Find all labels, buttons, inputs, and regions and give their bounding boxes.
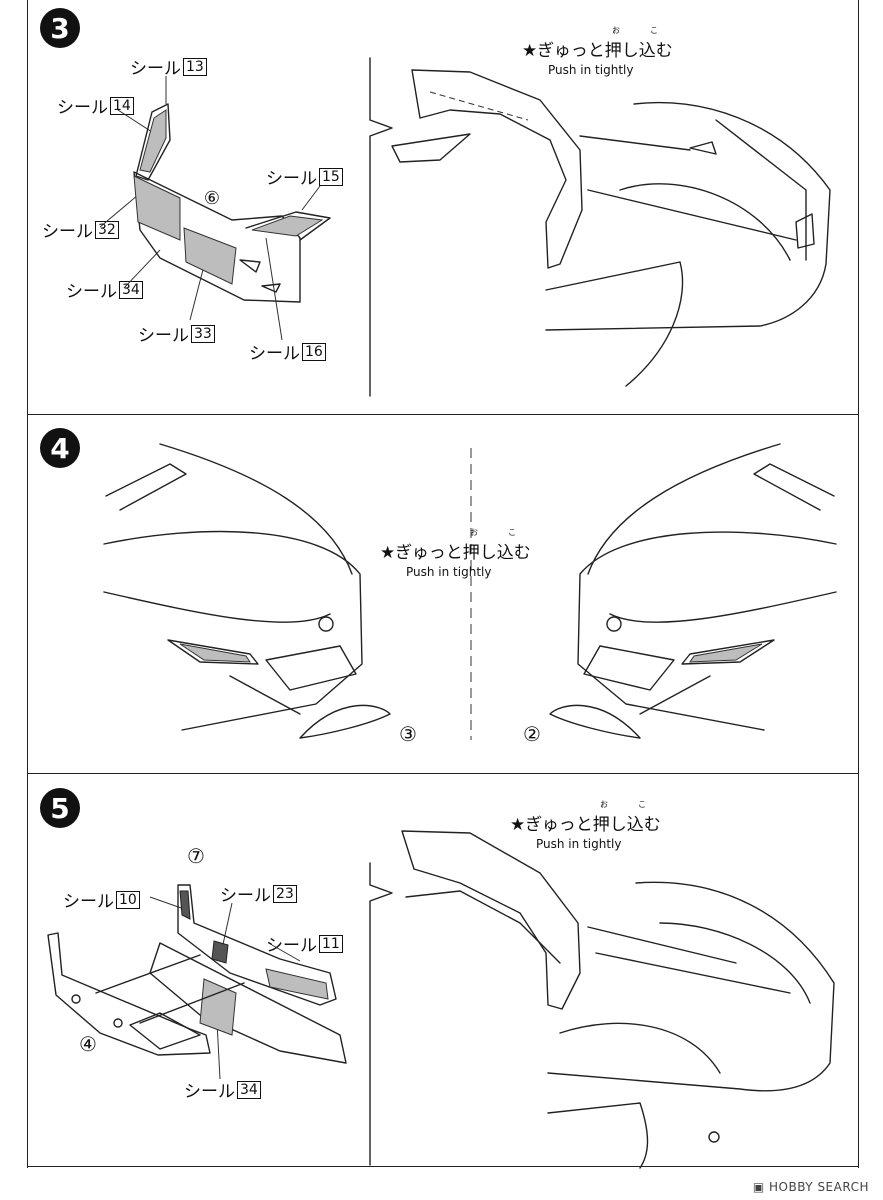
step-5-badge: 5 (40, 788, 80, 828)
step-5-drawing (47, 830, 835, 1169)
step-4-push-instruction: ★ぎゅっと押し込む お こ Push in tightly (380, 528, 531, 579)
part-3-number: ③ (399, 722, 417, 746)
step-3-drawing (99, 57, 831, 397)
step-4-drawing (103, 443, 837, 740)
step-3-badge: 3 (40, 8, 80, 48)
divider-bottom (27, 1166, 859, 1167)
watermark-logo-icon: ▣ (752, 1180, 770, 1194)
part-6-number: ⑥ (203, 187, 221, 209)
step-5-push-instruction: ★ぎゅっと押し込む お こ Push in tightly (510, 800, 661, 851)
part-4-number: ④ (79, 1032, 97, 1056)
divider-4-5 (27, 773, 859, 774)
instruction-frame (27, 0, 859, 1168)
part-2-number: ② (523, 722, 541, 746)
divider-3-4 (27, 414, 859, 415)
step-4-badge: 4 (40, 428, 80, 468)
step-3-push-instruction: ★ぎゅっと押し込む お こ Push in tightly (522, 26, 673, 77)
hobby-search-watermark: ▣ HOBBY SEARCH (752, 1180, 869, 1194)
part-7-number: ⑦ (187, 844, 205, 868)
